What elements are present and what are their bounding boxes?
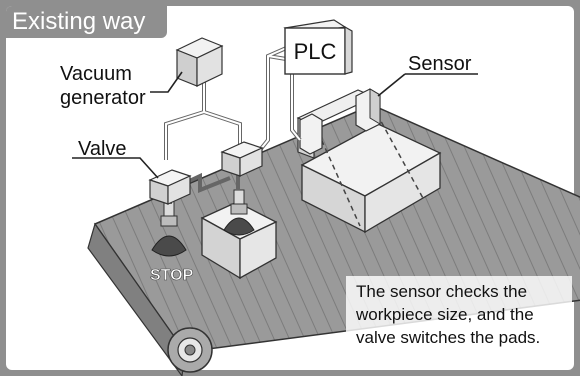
diagram-title: Existing way [6,6,167,38]
large-workpiece [300,113,442,234]
plc-box: PLC [283,19,353,75]
vacuum-pad-active [223,189,255,236]
caption-line-3: valve switches the pads. [356,328,540,347]
caption-line-2: workpiece size, and the [355,305,534,324]
sensor-unit [296,88,381,159]
valve-left [148,169,192,205]
sensor-label: Sensor [408,53,472,75]
vacuum-pad-stopped [151,199,187,257]
small-workpiece [200,201,278,280]
vacuum-generator [175,37,224,87]
stop-label: STOP [150,267,194,284]
valve-right [220,141,264,177]
vacuum-generator-label-line2: generator [60,87,146,109]
caption-line-1: The sensor checks the [356,282,527,301]
leader-lines [72,71,478,179]
conveyor-roller [167,327,213,373]
plc-label: PLC [294,39,337,64]
valve-label: Valve [78,138,127,160]
vacuum-generator-label-line1: Vacuum [60,63,132,85]
